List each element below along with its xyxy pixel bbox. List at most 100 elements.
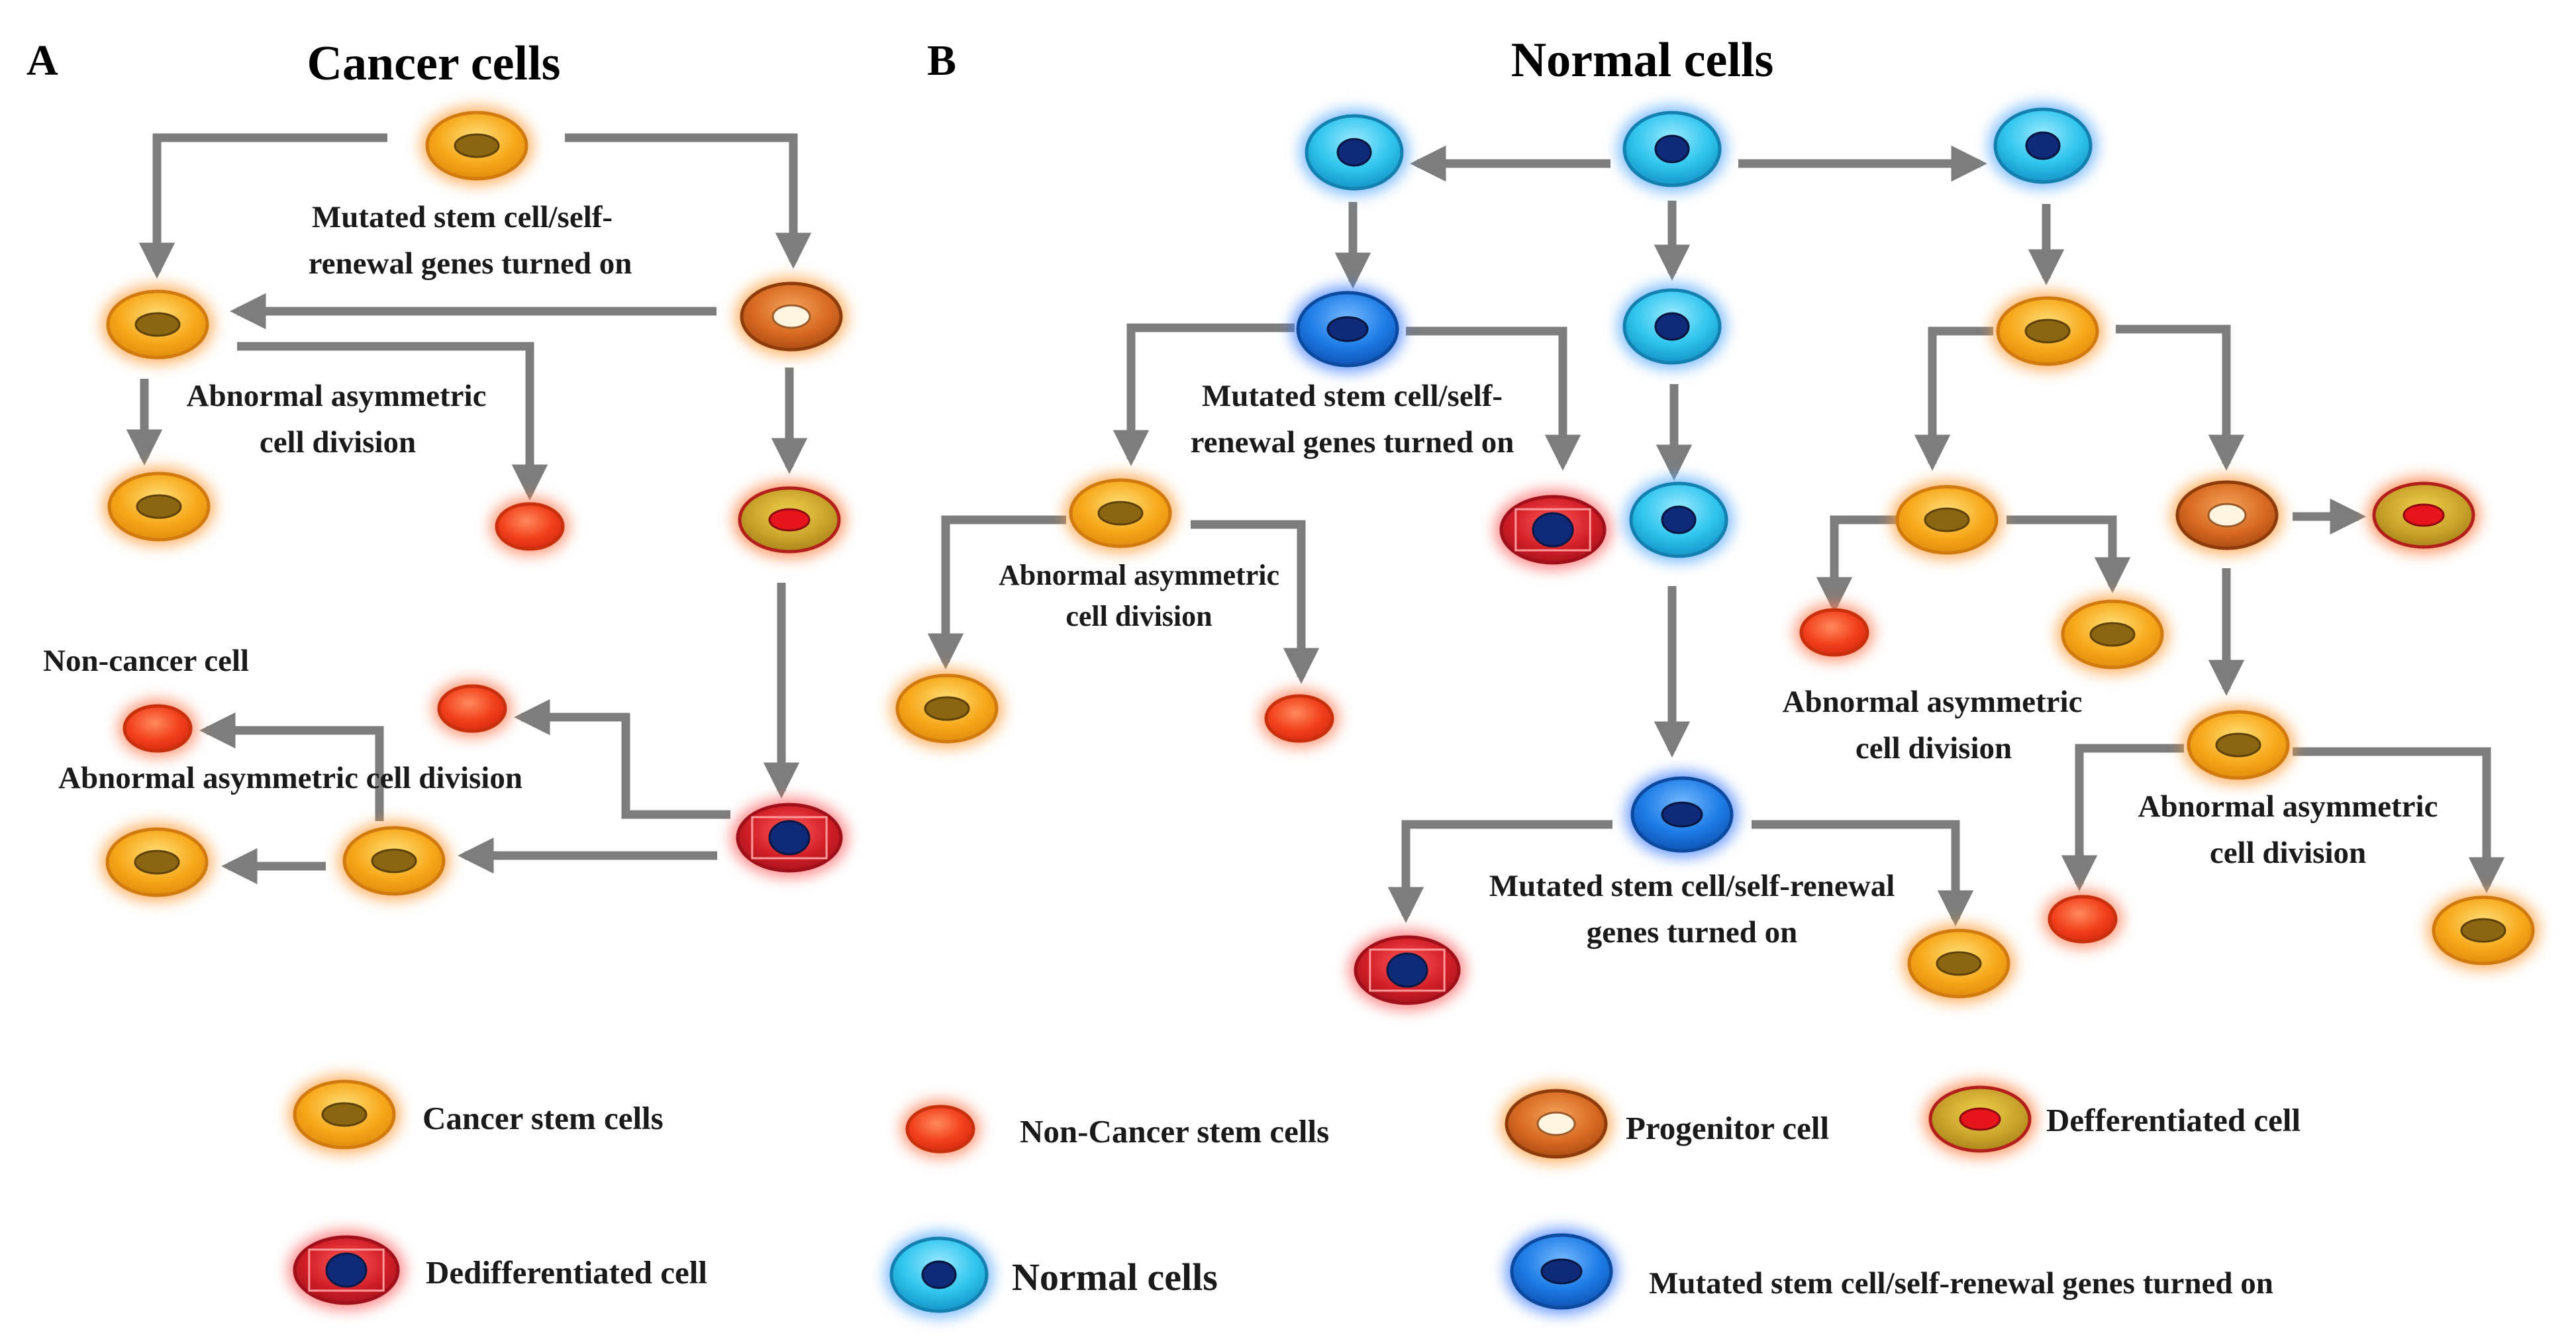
cell-inner-box <box>1514 508 1591 552</box>
b-cell-stem-mid-right <box>1891 480 2003 560</box>
label-b-abnormal-right-line1: Abnormal asymmetric <box>2138 789 2438 824</box>
label-a-abnormal-line2: cell division <box>260 425 416 460</box>
b-cell-dedifferentiated-bottom <box>1349 930 1465 1010</box>
cell-nucleus <box>2024 319 2071 344</box>
cell-nucleus <box>1540 1258 1583 1285</box>
legend-label-normal: Normal cells <box>1012 1256 1218 1299</box>
b-cell-stem-right-low <box>2056 595 2169 674</box>
legend-swatch-cancer-stem <box>288 1075 401 1154</box>
arrow-a-stem-to-noncancer <box>237 342 548 501</box>
b-cell-normal-mid <box>1618 283 1726 370</box>
label-b-mutated-bottom-line1: Mutated stem cell/self-renewal <box>1489 869 1895 903</box>
arrow-b-stem3-right <box>2293 747 2505 893</box>
b-cell-noncancer-right <box>2043 890 2122 948</box>
cell-nucleus <box>1532 512 1574 548</box>
legend: Cancer stem cells Non-Cancer stem cells … <box>422 1100 2301 1301</box>
label-b-abnormal-mid-line2: cell division <box>1856 731 2012 766</box>
cell-nucleus <box>1924 507 1970 532</box>
legend-label-progenitor: Progenitor cell <box>1626 1110 1829 1146</box>
cell-inner-box <box>1369 948 1446 992</box>
cell-nucleus <box>768 820 811 856</box>
label-a-abnormal-line1: Abnormal asymmetric <box>187 379 487 413</box>
arrow-b-stem3-left <box>2061 744 2184 891</box>
panel-b-title: Normal cells <box>1511 33 1774 87</box>
cell-nucleus <box>921 1260 957 1289</box>
b-cell-normal-top-left <box>1300 109 1409 195</box>
b-cell-noncancer-mid <box>1795 603 1874 662</box>
b-cell-stem-far-right <box>2182 705 2295 785</box>
legend-label-non-cancer-stem: Non-Cancer stem cells <box>1020 1113 1329 1150</box>
cell-nucleus <box>2215 732 2261 758</box>
a-cell-stem-bottom-left <box>101 822 213 902</box>
a-cell-noncancer-bottom-left <box>118 699 197 758</box>
cell-nucleus <box>1654 312 1690 341</box>
arrow-a-dediff-to-noncancer <box>514 699 730 819</box>
arrow-b-stem-left <box>927 515 1066 669</box>
arrow-b-right-stem-right <box>2116 324 2245 471</box>
cell-nucleus <box>325 1252 368 1288</box>
a-cell-noncancer-bottom-mid <box>432 679 512 738</box>
cell-nucleus <box>2207 503 2247 528</box>
cell-body <box>437 684 507 733</box>
a-cell-differentiated <box>733 481 846 558</box>
b-cell-stem-far-bottom-right <box>2427 891 2540 970</box>
legend-label-mutated: Mutated stem cell/self-renewal genes tur… <box>1649 1266 2273 1301</box>
b-cell-dedifferentiated-mid <box>1495 490 1611 569</box>
label-b-mutated-line2: renewal genes turned on <box>1191 425 1514 460</box>
legend-swatch-mutated <box>1505 1228 1618 1314</box>
cell-nucleus <box>2089 622 2136 647</box>
cell-nucleus <box>2025 131 2061 160</box>
b-cell-stem-bottom-right <box>1903 924 2015 1003</box>
a-cell-mutated-stem <box>421 106 533 185</box>
label-b-abnormal-right-line2: cell division <box>2210 836 2366 870</box>
cell-nucleus <box>1661 801 1703 828</box>
legend-swatch-differentiated <box>1924 1081 2036 1158</box>
a-cell-stem-bottom-mid <box>338 821 450 901</box>
legend-swatch-normal <box>885 1232 993 1318</box>
legend-swatch-non-cancer-stem <box>901 1100 980 1158</box>
cell-nucleus <box>924 696 970 721</box>
cell-nucleus <box>1936 951 1982 976</box>
a-cell-stem-below <box>103 467 215 546</box>
b-cell-mutated-left <box>1291 286 1404 372</box>
cell-body <box>1264 694 1334 743</box>
b-cell-stem-left <box>1064 473 1177 553</box>
arrow-b-mutated-right <box>1406 326 1581 471</box>
cell-nucleus <box>2403 503 2445 527</box>
panel-a-title: Cancer cells <box>307 36 561 91</box>
label-b-abnormal-mid-line1: Abnormal asymmetric <box>1783 685 2083 719</box>
cell-nucleus <box>2460 918 2506 943</box>
cell-nucleus <box>1097 501 1144 526</box>
arrow-b-stem-right <box>1191 520 1320 684</box>
cell-nucleus <box>1386 952 1428 988</box>
legend-label-differentiated: Defferentiated cell <box>2046 1102 2301 1138</box>
label-b-abnormal-left-line1: Abnormal asymmetric <box>999 559 1279 591</box>
a-cell-noncancer-mid <box>490 497 570 556</box>
a-cell-progenitor <box>735 277 848 356</box>
arrow-b-stem2-left <box>1816 515 1897 613</box>
cell-nucleus <box>371 848 417 873</box>
cell-nucleus <box>1661 505 1697 534</box>
arrow-b-mutated-left <box>1113 323 1295 466</box>
cell-nucleus <box>136 494 182 519</box>
arrow-b-stem2-right <box>2006 515 2131 593</box>
cell-nucleus <box>1536 1111 1576 1136</box>
cell-nucleus <box>768 508 811 532</box>
legend-label-dedifferentiated: Dedifferentiated cell <box>426 1254 707 1291</box>
legend-swatch-dedifferentiated <box>288 1230 405 1310</box>
cell-nucleus <box>321 1102 368 1127</box>
label-a-abnormal-bottom: Abnormal asymmetric cell division <box>58 761 522 795</box>
cell-inner-box <box>308 1248 385 1292</box>
label-b-mutated-line1: Mutated stem cell/self- <box>1202 379 1503 413</box>
cell-body <box>123 704 193 753</box>
b-cell-normal-top-right <box>1989 103 2097 189</box>
arrow-b-bottom-left <box>1387 820 1612 923</box>
cell-nucleus <box>134 850 180 875</box>
label-b-mutated-bottom-line2: genes turned on <box>1587 915 1798 950</box>
cell-nucleus <box>771 304 811 329</box>
b-cell-stem-right <box>1991 291 2104 371</box>
b-cell-differentiated <box>2367 477 2480 554</box>
a-cell-stem-left <box>101 285 214 364</box>
cell-body <box>1799 608 1869 657</box>
